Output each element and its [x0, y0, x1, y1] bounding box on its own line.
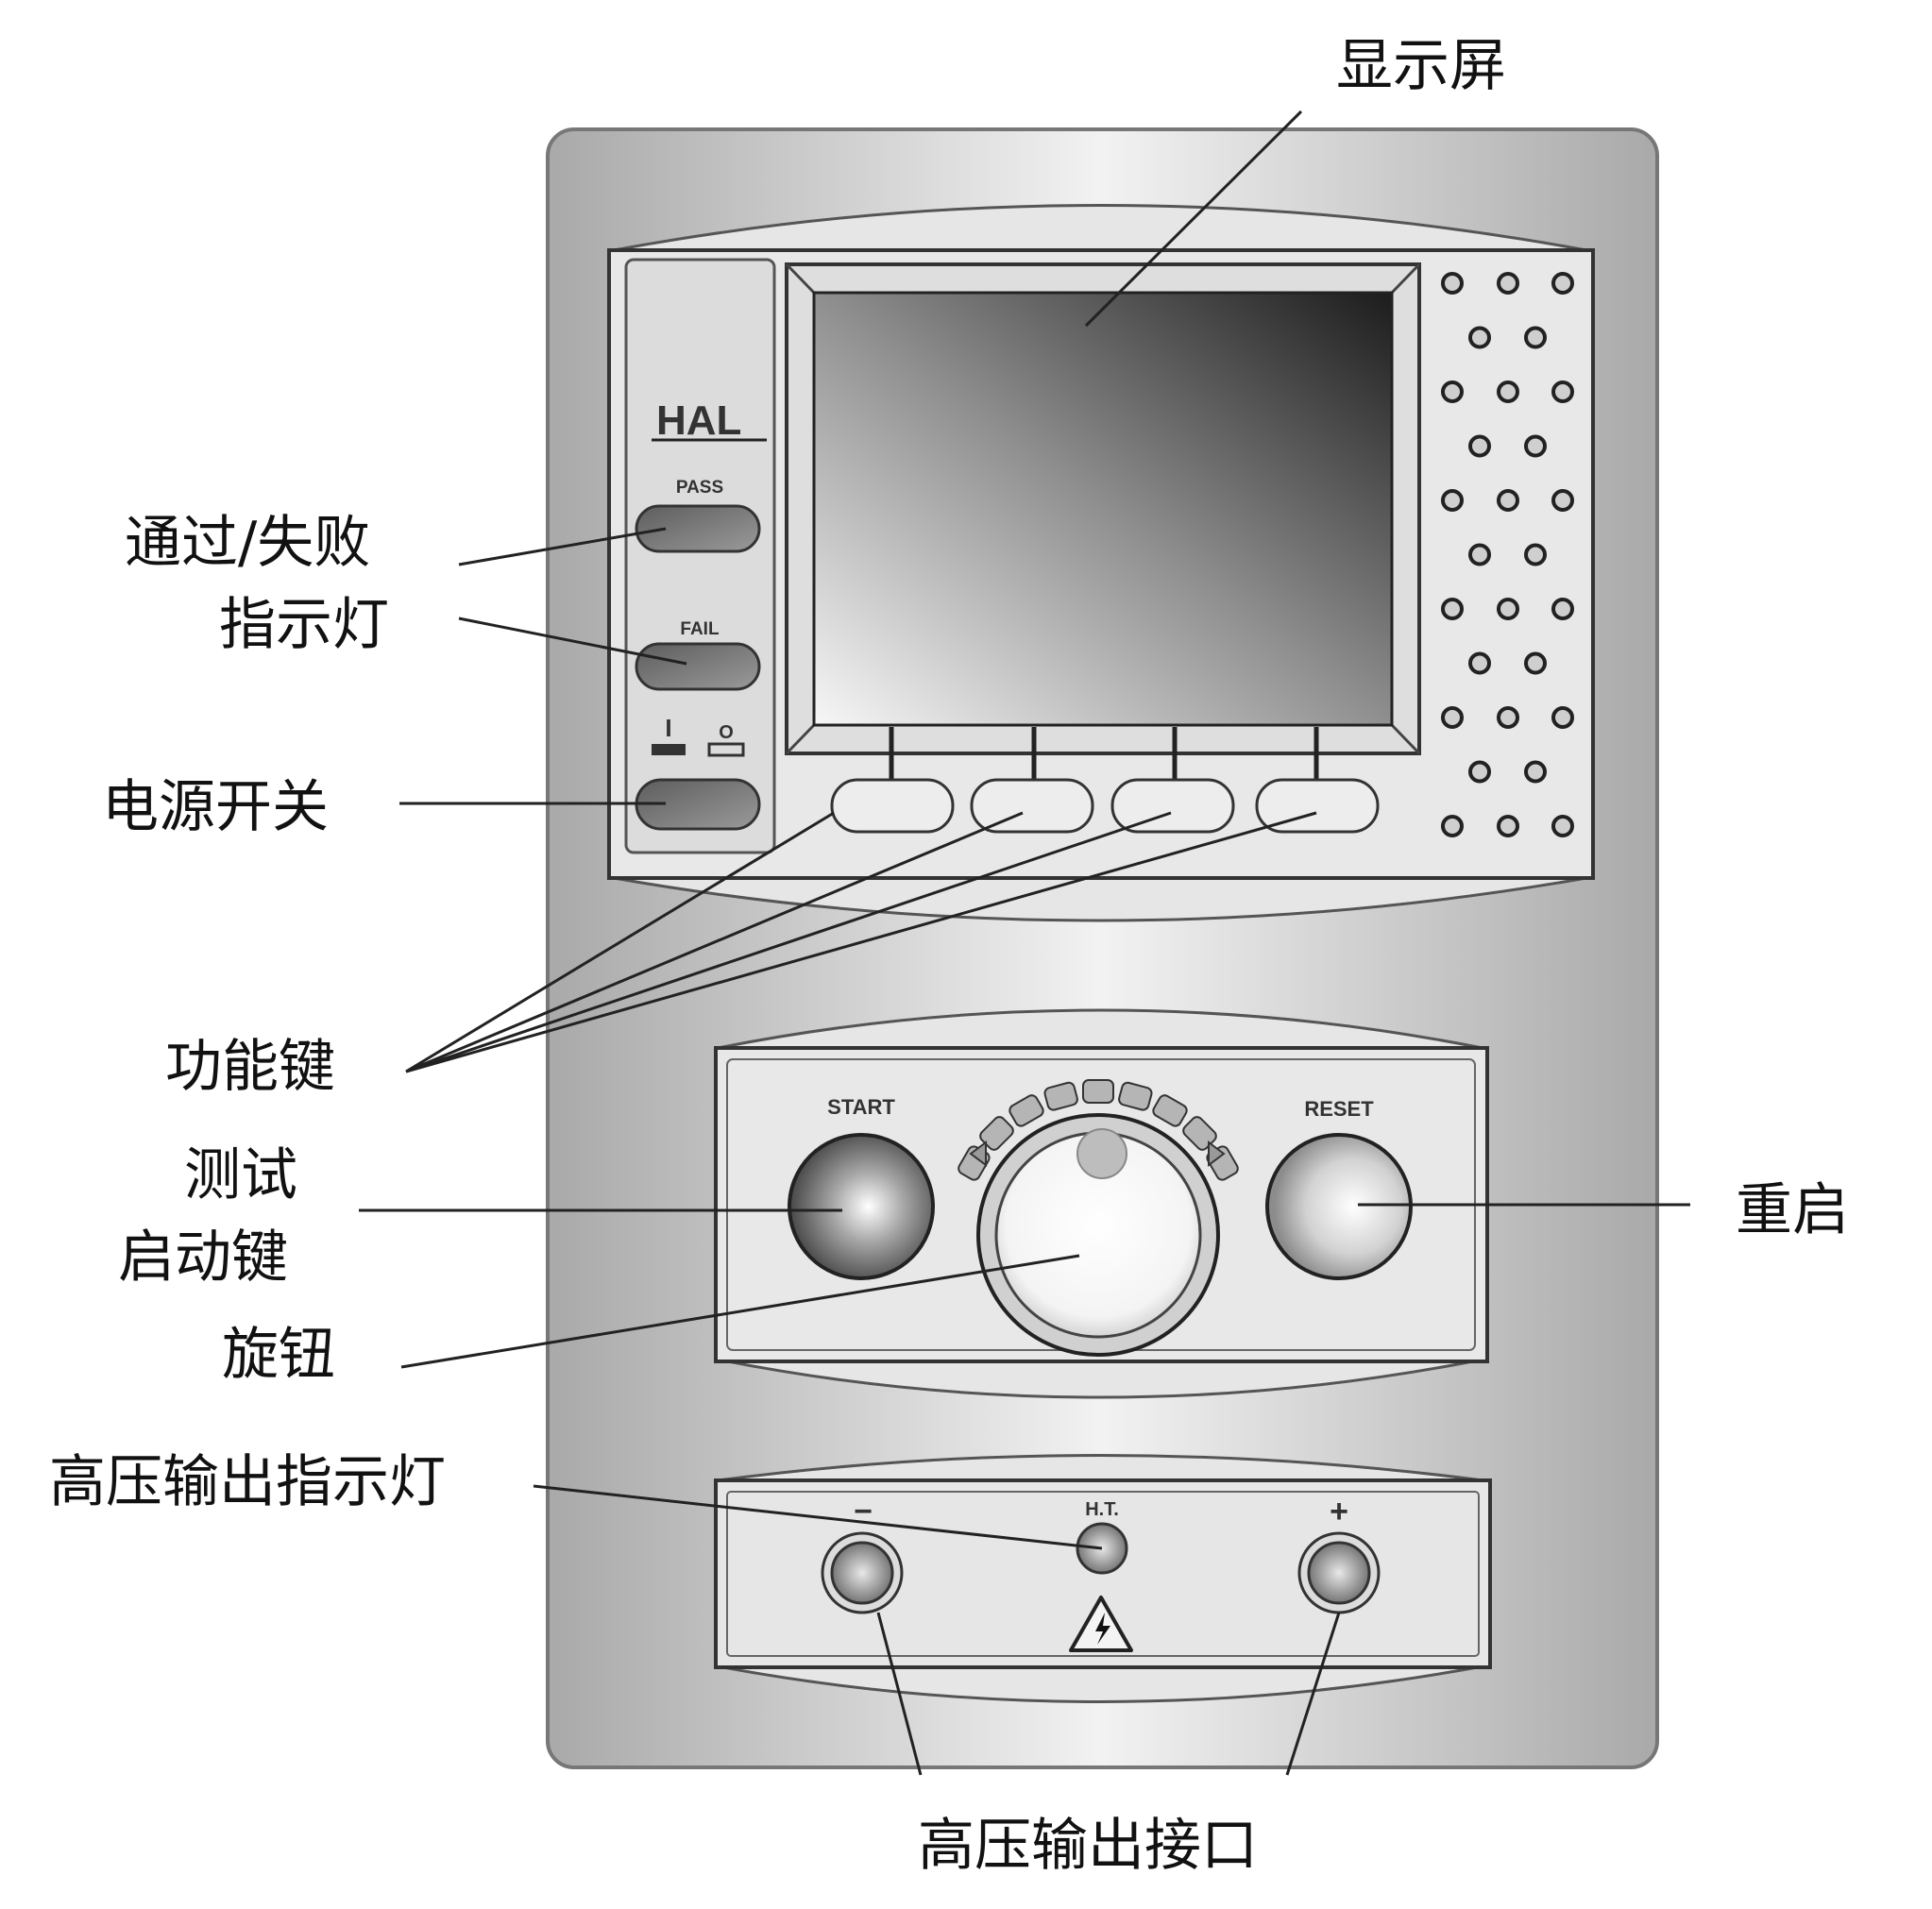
leader-pass	[458, 527, 667, 566]
vent-hole	[1551, 598, 1574, 620]
leader-fail	[458, 617, 687, 666]
knob-scale-right-arrow	[1208, 1140, 1226, 1167]
fail-indicator	[635, 642, 761, 691]
plus-label: +	[1330, 1494, 1348, 1529]
upper-section-bezel	[613, 204, 1587, 252]
reset-button[interactable]	[1265, 1133, 1413, 1280]
function-key-2[interactable]	[970, 778, 1094, 834]
vent-hole	[1441, 489, 1464, 512]
vent-hole	[1497, 598, 1519, 620]
hazard-lightning-icon	[1095, 1613, 1110, 1645]
vent-hole	[1497, 706, 1519, 729]
left-strip	[624, 258, 776, 854]
callout-knob: 旋钮	[222, 1322, 335, 1388]
callout-reset: 重启	[1736, 1177, 1849, 1243]
callout-function-keys: 功能键	[165, 1034, 335, 1100]
vent-hole	[1468, 434, 1491, 458]
middle-section-bezel	[717, 1008, 1483, 1050]
vent-hole	[1551, 815, 1574, 837]
callout-test-start-line2: 启动键	[118, 1225, 288, 1291]
leader-ht-indicator	[533, 1484, 1103, 1550]
vent-hole	[1497, 272, 1519, 295]
vent-hole	[1468, 326, 1491, 349]
vent-hole	[1551, 706, 1574, 729]
callout-ht-indicator: 高压输出指示灯	[49, 1449, 446, 1515]
vent-hole	[1497, 489, 1519, 512]
callout-pass-fail-line2: 指示灯	[219, 592, 389, 658]
leader-plus-terminal	[1285, 1612, 1341, 1776]
vent-hole	[1441, 706, 1464, 729]
callout-display: 显示屏	[1336, 33, 1506, 99]
vent-hole	[1497, 380, 1519, 403]
fail-label: FAIL	[680, 619, 720, 639]
vent-hole	[1551, 272, 1574, 295]
function-key-4[interactable]	[1255, 778, 1380, 834]
vent-hole	[1551, 380, 1574, 403]
minus-terminal[interactable]	[830, 1541, 894, 1605]
bottom-section-inner	[726, 1491, 1480, 1657]
vent-hole	[1524, 326, 1547, 349]
callout-ht-terminals: 高压输出接口	[918, 1813, 1258, 1879]
bottom-section-bezel	[717, 1454, 1483, 1482]
pass-indicator	[635, 504, 761, 553]
middle-section-lower-bezel	[717, 1358, 1483, 1399]
ht-label: H.T.	[1085, 1499, 1119, 1520]
leader-display	[1084, 110, 1303, 328]
function-key-3[interactable]	[1110, 778, 1235, 834]
leader-function-key-1	[405, 811, 835, 1073]
vent-hole	[1551, 489, 1574, 512]
knob-scale-segment	[1008, 1094, 1044, 1127]
start-button[interactable]	[788, 1133, 935, 1280]
bottom-section-lower-bezel	[717, 1664, 1483, 1703]
hal-logo: HAL	[656, 397, 741, 444]
start-label: START	[827, 1095, 895, 1119]
knob-scale-segment	[1082, 1079, 1114, 1104]
vent-hole	[1468, 760, 1491, 784]
knob-scale-segment	[1118, 1081, 1153, 1111]
power-off-base	[707, 742, 745, 757]
vent-hole	[1497, 815, 1519, 837]
callout-pass-fail-line1: 通过/失败	[125, 510, 370, 576]
vent-hole	[1441, 815, 1464, 837]
callout-power: 电源开关	[102, 774, 329, 840]
screen-bevel-tr	[1390, 262, 1421, 295]
vent-hole	[1524, 543, 1547, 566]
leader-function-key-3	[405, 811, 1172, 1073]
leader-knob	[400, 1254, 1080, 1369]
screen-bevel-bl	[785, 723, 816, 755]
plus-terminal[interactable]	[1307, 1541, 1371, 1605]
vent-hole	[1524, 651, 1547, 675]
vent-hole	[1468, 651, 1491, 675]
knob-scale-segment	[1043, 1081, 1078, 1111]
knob-grip-dimple	[1076, 1128, 1127, 1179]
vent-hole	[1441, 598, 1464, 620]
power-on-symbol: I	[665, 714, 671, 742]
display-screen	[812, 291, 1394, 727]
vent-hole	[1441, 380, 1464, 403]
power-on-base	[652, 744, 686, 755]
function-key-1[interactable]	[830, 778, 955, 834]
leader-function-key-4	[405, 811, 1317, 1073]
softkey-ticks	[889, 727, 1319, 779]
screen-bevel-br	[1390, 723, 1421, 755]
vent-hole	[1524, 434, 1547, 458]
vent-hole	[1524, 760, 1547, 784]
reset-label: RESET	[1304, 1097, 1374, 1121]
vent-hole	[1468, 543, 1491, 566]
knob-scale-segment	[1152, 1094, 1188, 1127]
leader-function-key-2	[405, 811, 1024, 1073]
power-off-symbol: O	[719, 722, 734, 743]
screen-bevel-tl	[785, 262, 816, 295]
upper-section-lower-bezel	[613, 876, 1587, 922]
callout-test-start-line1: 测试	[184, 1142, 297, 1208]
speaker-vent-holes	[1441, 272, 1574, 837]
vent-hole	[1441, 272, 1464, 295]
knob-scale-left-arrow	[969, 1140, 987, 1167]
pass-label: PASS	[676, 478, 723, 498]
leader-minus-terminal	[876, 1612, 923, 1776]
